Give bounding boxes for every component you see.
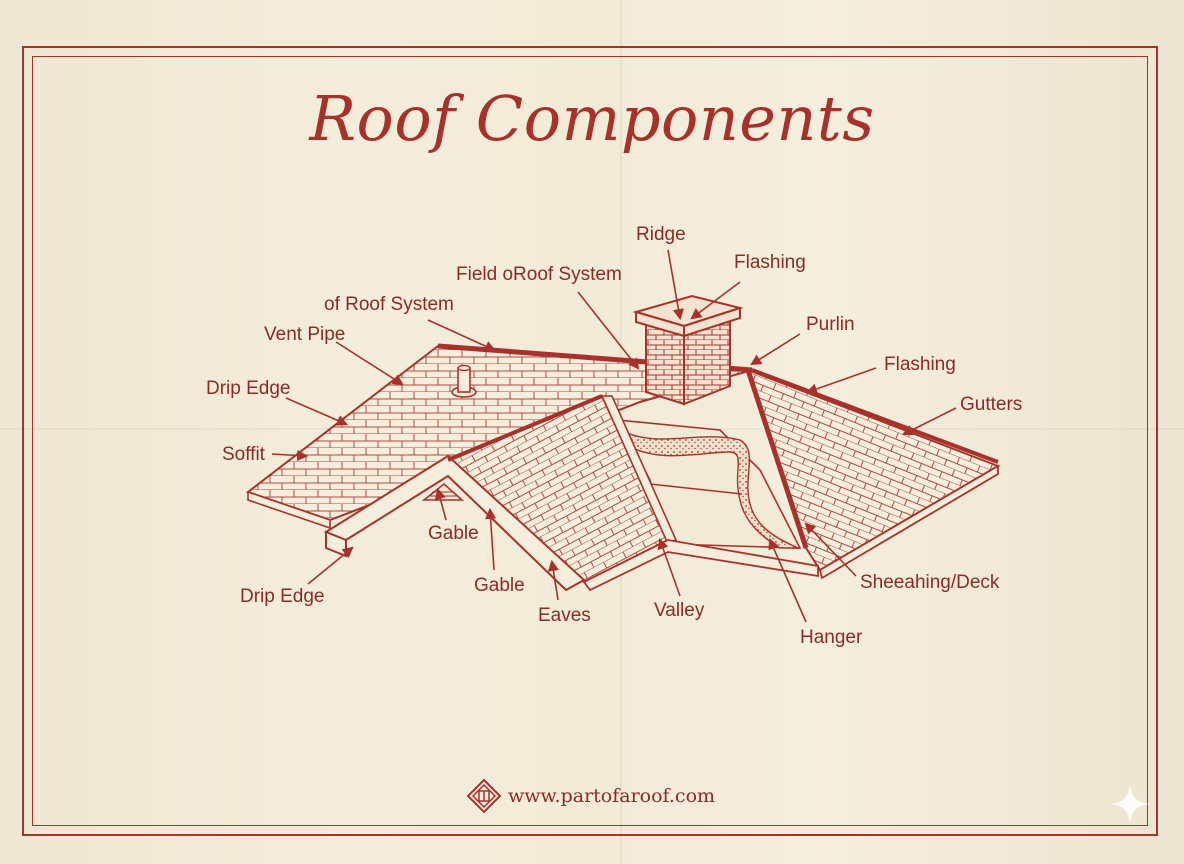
- website-link[interactable]: www.partofaroof.com: [508, 785, 716, 807]
- leader-gutters: [901, 407, 957, 436]
- leader-drip-edge-left: [285, 397, 349, 426]
- vent-pipe: [451, 364, 477, 398]
- chimney: [632, 294, 744, 406]
- house-logo-icon: [466, 778, 502, 814]
- leader-flashing-top: [690, 281, 741, 320]
- leader-field-roof: [577, 291, 640, 370]
- label-drip-edge-left: Drip Edge: [206, 378, 291, 399]
- leader-hanger: [768, 537, 807, 623]
- inner-border: [32, 56, 1148, 826]
- leader-lines: [271, 249, 957, 623]
- label-flashing-right: Flashing: [884, 354, 956, 375]
- right-gutter: [818, 464, 999, 580]
- label-gable-lower: Gable: [474, 575, 525, 596]
- label-drip-edge-bottom: Drip Edge: [240, 586, 325, 607]
- label-vent-pipe: Vent Pipe: [264, 324, 345, 345]
- leader-vent-pipe: [335, 341, 404, 386]
- label-gutters: Gutters: [960, 394, 1022, 415]
- left-eave-edge: [247, 490, 331, 530]
- sparkle-icon: [1110, 784, 1150, 824]
- right-ridge-cap: [751, 368, 999, 464]
- label-of-roof-system: of Roof System: [324, 294, 454, 315]
- leader-valley: [657, 537, 681, 597]
- label-gable-upper: Gable: [428, 523, 479, 544]
- leader-ridge: [667, 249, 684, 321]
- label-hanger: Hanger: [800, 627, 863, 648]
- gable-ridge-cap: [447, 394, 603, 462]
- deck-line: [649, 483, 743, 495]
- insulation-band: [624, 430, 799, 549]
- leader-eaves: [547, 559, 559, 601]
- label-eaves: Eaves: [538, 605, 591, 626]
- leader-gable-upper: [434, 487, 447, 521]
- label-sheathing-deck: Sheeahing/Deck: [860, 572, 1000, 593]
- leader-purlin: [750, 333, 801, 366]
- leader-soffit: [271, 449, 309, 462]
- label-soffit: Soffit: [222, 444, 266, 465]
- label-field-roof-system: Field oRoof System: [456, 264, 622, 285]
- page-title: Roof Components: [309, 82, 875, 155]
- leader-flashing-right: [805, 367, 877, 395]
- leader-drip-edge-bottom: [307, 546, 354, 585]
- leader-of-roof: [427, 319, 497, 352]
- leader-gable-lower: [485, 507, 497, 571]
- label-ridge: Ridge: [636, 224, 686, 245]
- leader-sheathing: [804, 522, 857, 577]
- outer-border: [22, 46, 1158, 836]
- hip-ridge-cap: [745, 369, 809, 549]
- footer: www.partofaroof.com: [466, 766, 715, 826]
- label-purlin: Purlin: [806, 314, 855, 335]
- valley-rafter: [600, 395, 678, 546]
- label-flashing-top: Flashing: [734, 252, 806, 273]
- label-valley: Valley: [654, 600, 705, 621]
